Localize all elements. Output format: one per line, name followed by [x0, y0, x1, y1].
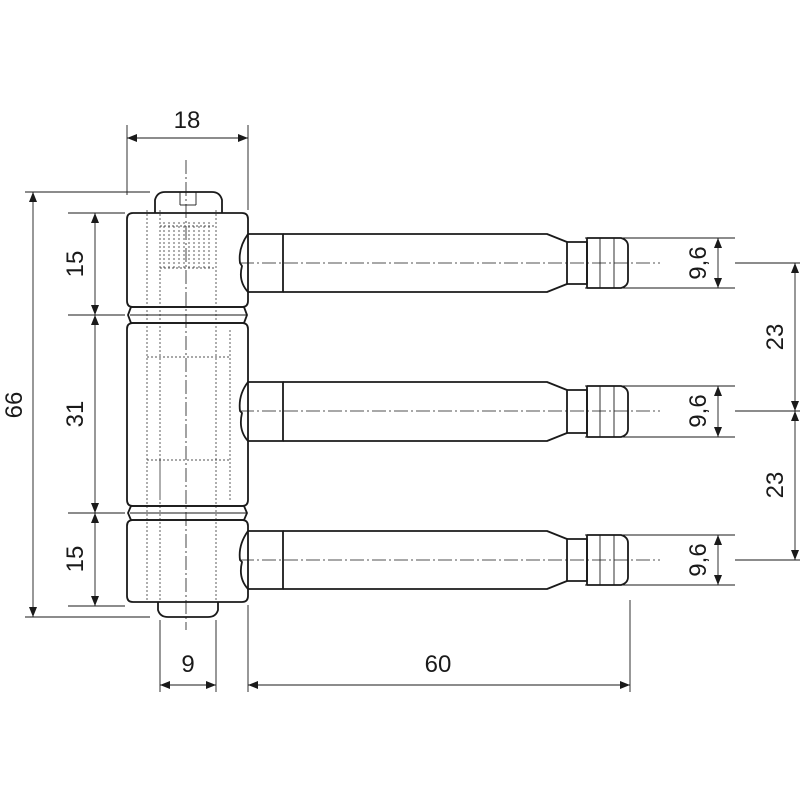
- lower-barrel: [126, 519, 249, 603]
- dim-label-15-upper: 15: [62, 251, 89, 278]
- upper-barrel: [126, 212, 249, 308]
- dim-label-9-6-middle: 9,6: [685, 394, 712, 427]
- dim-barrel-segments: 15 31 15: [62, 212, 125, 607]
- dim-pin-length: 60: [247, 600, 631, 692]
- dim-pin-width: 9: [159, 620, 217, 692]
- dim-label-23-upper: 23: [762, 324, 789, 351]
- dim-label-9: 9: [181, 651, 194, 678]
- dim-label-18: 18: [174, 107, 201, 134]
- dim-label-60: 60: [425, 651, 452, 678]
- dim-pin-spacing: 23 23: [735, 262, 800, 561]
- dim-label-15-lower: 15: [62, 546, 89, 573]
- pin-bottom: [238, 530, 660, 590]
- pin-top: [238, 233, 660, 293]
- dim-label-66: 66: [1, 392, 28, 419]
- dim-label-9-6-bottom: 9,6: [685, 543, 712, 576]
- dim-pin-diameters: 9,6 9,6 9,6: [585, 237, 735, 586]
- dim-overall-height: 66: [1, 191, 150, 618]
- hinge-body: [126, 160, 249, 630]
- dim-label-31: 31: [62, 401, 89, 428]
- dim-head-width: 18: [126, 107, 249, 210]
- top-cap: [154, 191, 223, 213]
- bottom-pin-stub: [157, 602, 219, 618]
- dim-label-23-lower: 23: [762, 472, 789, 499]
- thread-hatching: [159, 222, 216, 500]
- dim-label-9-6-top: 9,6: [685, 246, 712, 279]
- pin-middle: [238, 381, 660, 442]
